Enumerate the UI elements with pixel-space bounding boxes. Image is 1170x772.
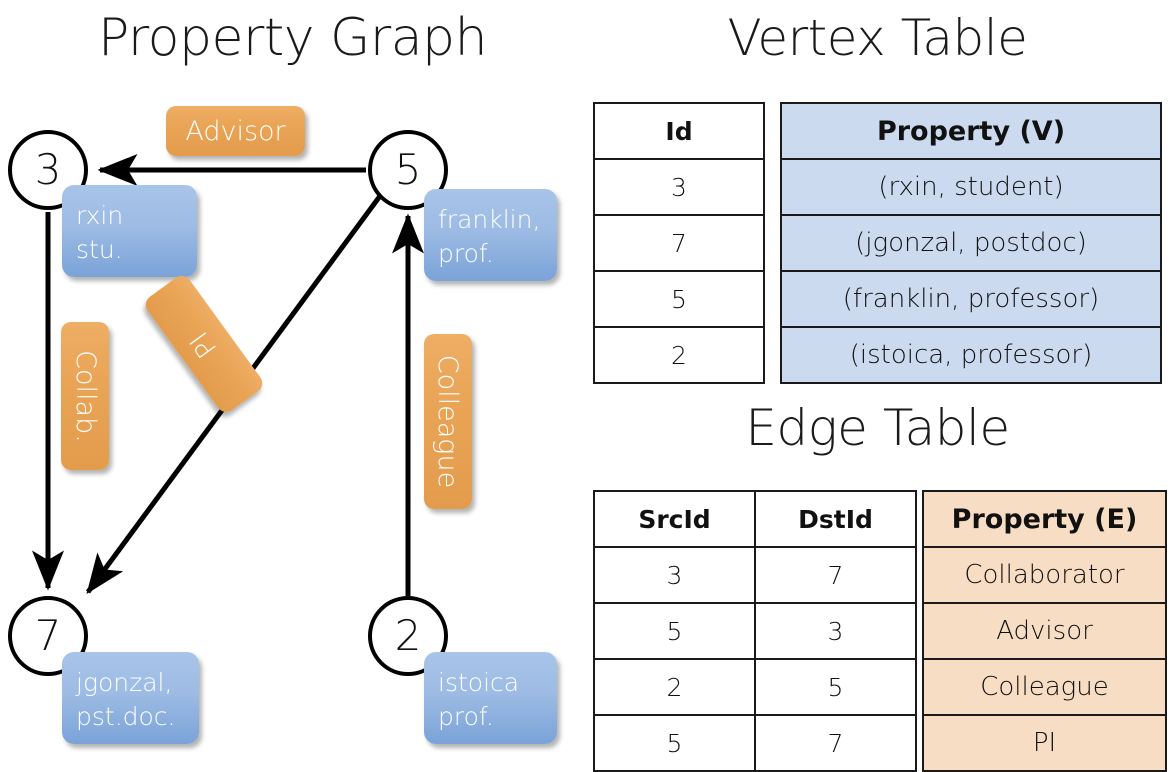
edge-cell-property-3: PI: [922, 714, 1167, 772]
graph-node-7-label: 7: [34, 611, 62, 660]
vertex-cell-property-3: (istoica, professor): [780, 326, 1162, 384]
table-header-row: Property (V): [780, 102, 1162, 160]
property-graph-panel: 3 5 7 2 rxin stu. franklin, prof. jgonza…: [0, 0, 585, 760]
table-row[interactable]: 7: [593, 214, 765, 272]
vertex-table-id-column: Id 3 7 5 2: [593, 102, 765, 384]
node-property-istoica-line2: prof.: [438, 702, 494, 731]
edge-table-property-column: Property (E) Collaborator Advisor Collea…: [922, 490, 1167, 772]
graph-node-5[interactable]: 5: [368, 130, 448, 210]
edge-cell-dst-2: 5: [754, 658, 917, 716]
edge-cell-src-2: 2: [593, 658, 756, 716]
node-property-istoica-line1: istoica: [438, 668, 520, 697]
page-title-vertex-table: Vertex Table: [727, 9, 1028, 67]
table-row[interactable]: (istoica, professor): [780, 326, 1162, 384]
table-row[interactable]: 2 5: [593, 658, 917, 716]
node-property-jgonzal-line2: pst.doc.: [76, 702, 176, 731]
vertex-cell-id-1: 7: [593, 214, 765, 272]
table-row[interactable]: (franklin, professor): [780, 270, 1162, 328]
table-header-row: SrcId DstId: [593, 490, 917, 548]
edge-label-colleague: Colleague: [424, 334, 472, 509]
node-property-box-franklin: franklin, prof.: [424, 189, 557, 281]
node-property-rxin-line2: stu.: [76, 235, 123, 264]
edge-header-srcid: SrcId: [593, 490, 756, 548]
page-title-edge-table: Edge Table: [745, 399, 1010, 457]
table-row[interactable]: (jgonzal, postdoc): [780, 214, 1162, 272]
table-row[interactable]: PI: [922, 714, 1167, 772]
vertex-cell-property-1: (jgonzal, postdoc): [780, 214, 1162, 272]
graph-node-2[interactable]: 2: [368, 596, 448, 676]
edge-label-advisor-text: Advisor: [185, 115, 286, 147]
edge-cell-src-0: 3: [593, 546, 756, 604]
edge-label-collab: Collab.: [61, 322, 109, 470]
table-row[interactable]: Colleague: [922, 658, 1167, 716]
edge-label-colleague-text: Colleague: [432, 354, 464, 489]
node-property-franklin-line2: prof.: [438, 239, 494, 268]
vertex-cell-id-0: 3: [593, 158, 765, 216]
edge-label-collab-text: Collab.: [69, 349, 101, 443]
edge-cell-src-1: 5: [593, 602, 756, 660]
table-row[interactable]: 3: [593, 158, 765, 216]
table-header-row: Id: [593, 102, 765, 160]
edge-cell-dst-1: 3: [754, 602, 917, 660]
vertex-header-property: Property (V): [780, 102, 1162, 160]
table-row[interactable]: Collaborator: [922, 546, 1167, 604]
table-row[interactable]: (rxin, student): [780, 158, 1162, 216]
vertex-cell-property-0: (rxin, student): [780, 158, 1162, 216]
node-property-franklin-line1: franklin,: [438, 205, 541, 234]
edge-table-src-dst-columns: SrcId DstId 3 7 5 3 2 5 5 7: [593, 490, 917, 772]
table-row[interactable]: 3 7: [593, 546, 917, 604]
table-header-row: Property (E): [922, 490, 1167, 548]
table-row[interactable]: 5 7: [593, 714, 917, 772]
graph-node-2-label: 2: [394, 611, 422, 660]
vertex-header-id: Id: [593, 102, 765, 160]
node-property-box-istoica: istoica prof.: [424, 652, 557, 744]
edge-label-advisor: Advisor: [166, 106, 305, 156]
graph-node-3-label: 3: [34, 145, 62, 194]
node-property-rxin-line1: rxin: [76, 201, 124, 230]
edge-cell-property-2: Colleague: [922, 658, 1167, 716]
edge-cell-src-3: 5: [593, 714, 756, 772]
edge-cell-property-1: Advisor: [922, 602, 1167, 660]
vertex-table-property-column: Property (V) (rxin, student) (jgonzal, p…: [780, 102, 1162, 384]
node-property-jgonzal-line1: jgonzal,: [76, 668, 173, 697]
page-title-property-graph: Property Graph: [97, 8, 488, 68]
vertex-cell-id-3: 2: [593, 326, 765, 384]
edge-label-pi-text: PI: [184, 325, 224, 363]
edge-cell-dst-3: 7: [754, 714, 917, 772]
node-property-box-rxin: rxin stu.: [62, 185, 197, 277]
edge-header-property: Property (E): [922, 490, 1167, 548]
node-property-box-jgonzal: jgonzal, pst.doc.: [62, 652, 199, 744]
table-row[interactable]: 5: [593, 270, 765, 328]
edge-cell-property-0: Collaborator: [922, 546, 1167, 604]
vertex-cell-id-2: 5: [593, 270, 765, 328]
table-row[interactable]: 2: [593, 326, 765, 384]
graph-node-5-label: 5: [394, 145, 422, 194]
edge-header-dstid: DstId: [754, 490, 917, 548]
table-row[interactable]: 5 3: [593, 602, 917, 660]
table-row[interactable]: Advisor: [922, 602, 1167, 660]
edge-cell-dst-0: 7: [754, 546, 917, 604]
vertex-cell-property-2: (franklin, professor): [780, 270, 1162, 328]
